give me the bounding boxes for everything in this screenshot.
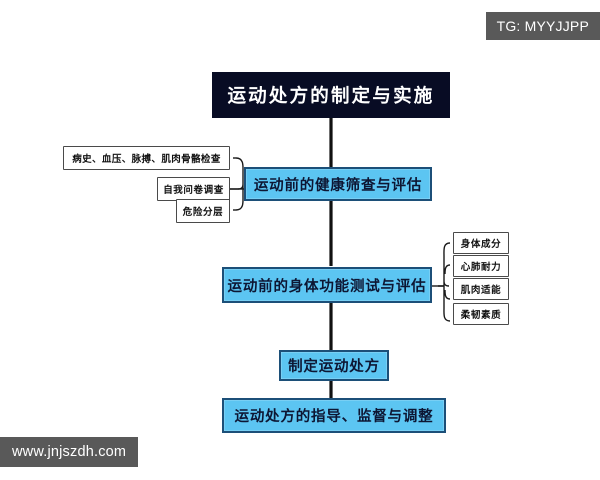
leaf-stage1-item-2[interactable]: 自我问卷调查	[157, 177, 230, 201]
node-stage-2[interactable]: 运动前的身体功能测试与评估	[222, 267, 432, 303]
node-stage-1-label: 运动前的健康筛查与评估	[253, 177, 423, 194]
watermark-top-right: TG: MYYJJPP	[485, 12, 600, 40]
leaf-stage1-item-2-label: 自我问卷调查	[163, 185, 224, 196]
leaf-stage2-item-4-label: 柔韧素质	[460, 310, 502, 321]
watermark-bottom-left: www.jnjszdh.com	[0, 437, 139, 467]
leaf-stage2-item-3-label: 肌肉适能	[460, 285, 502, 296]
node-stage-1[interactable]: 运动前的健康筛查与评估	[244, 167, 432, 201]
connector-right-branch	[438, 242, 451, 322]
leaf-stage1-item-1-label: 病史、血压、脉搏、肌肉骨骼检查	[72, 154, 221, 165]
node-stage-4-label: 运动处方的指导、监督与调整	[234, 409, 434, 425]
leaf-stage2-item-3[interactable]: 肌肉适能	[453, 278, 509, 300]
node-stage-3-label: 制定运动处方	[288, 359, 380, 375]
node-stage-4[interactable]: 运动处方的指导、监督与调整	[222, 398, 446, 433]
node-root-label: 运动处方的制定与实施	[227, 85, 435, 106]
leaf-stage2-item-2[interactable]: 心肺耐力	[453, 255, 509, 277]
watermark-top-right-text: TG: MYYJJPP	[496, 18, 589, 34]
leaf-stage2-item-1[interactable]: 身体成分	[453, 232, 509, 254]
leaf-stage1-item-1[interactable]: 病史、血压、脉搏、肌肉骨骼检查	[63, 146, 230, 170]
node-root-title[interactable]: 运动处方的制定与实施	[212, 72, 450, 118]
node-stage-2-label: 运动前的身体功能测试与评估	[227, 278, 427, 295]
leaf-stage2-item-4[interactable]: 柔韧素质	[453, 303, 509, 325]
leaf-stage2-item-1-label: 身体成分	[460, 239, 502, 250]
leaf-stage2-item-2-label: 心肺耐力	[460, 262, 502, 273]
node-stage-3[interactable]: 制定运动处方	[279, 350, 389, 381]
leaf-stage1-item-3[interactable]: 危险分层	[176, 199, 230, 223]
leaf-stage1-item-3-label: 危险分层	[182, 207, 224, 218]
watermark-bottom-left-text: www.jnjszdh.com	[12, 444, 127, 460]
